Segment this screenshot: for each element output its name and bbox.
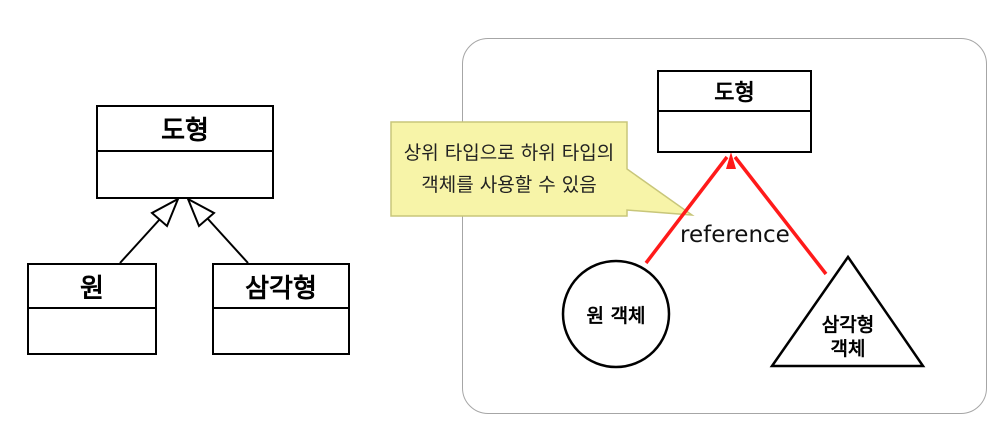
callout-text: 상위 타입으로 하위 타입의 객체를 사용할 수 있음 — [391, 137, 627, 201]
triangle-class-name: 삼각형 — [214, 265, 348, 309]
reference-arrowhead — [726, 152, 736, 169]
circle-class-name: 원 — [29, 265, 155, 309]
callout-line-2: 객체를 사용할 수 있음 — [421, 174, 597, 196]
generalization-line-circle — [119, 218, 161, 264]
circle-object-shape — [561, 259, 671, 369]
triangle-class-box: 삼각형 — [212, 263, 350, 355]
parent-class-name: 도형 — [98, 107, 272, 152]
reference-arrow-from-circle — [644, 155, 729, 265]
generalization-line-triangle — [207, 218, 249, 264]
parent-class-box: 도형 — [96, 105, 274, 199]
circle-object-label: 원 객체 — [586, 305, 646, 327]
callout-bubble — [390, 121, 695, 217]
triangle-object-label: 삼각형 객체 — [798, 313, 898, 361]
triangle-object-shape — [769, 254, 926, 368]
generalization-arrowhead-triangle — [186, 196, 216, 228]
reference-label: reference — [680, 222, 790, 248]
panel-parent-class-box: 도형 — [657, 70, 812, 153]
panel-parent-class-name: 도형 — [659, 72, 810, 112]
triangle-object-label-line-2: 객체 — [830, 338, 866, 360]
circle-class-box: 원 — [27, 263, 157, 355]
triangle-object-label-line-1: 삼각형 — [821, 314, 875, 336]
callout-line-1: 상위 타입으로 하위 타입의 — [403, 142, 615, 164]
reference-arrow-from-triangle — [733, 155, 828, 276]
panel-parent-class-body — [659, 112, 810, 152]
generalization-arrowhead-circle — [150, 196, 180, 228]
